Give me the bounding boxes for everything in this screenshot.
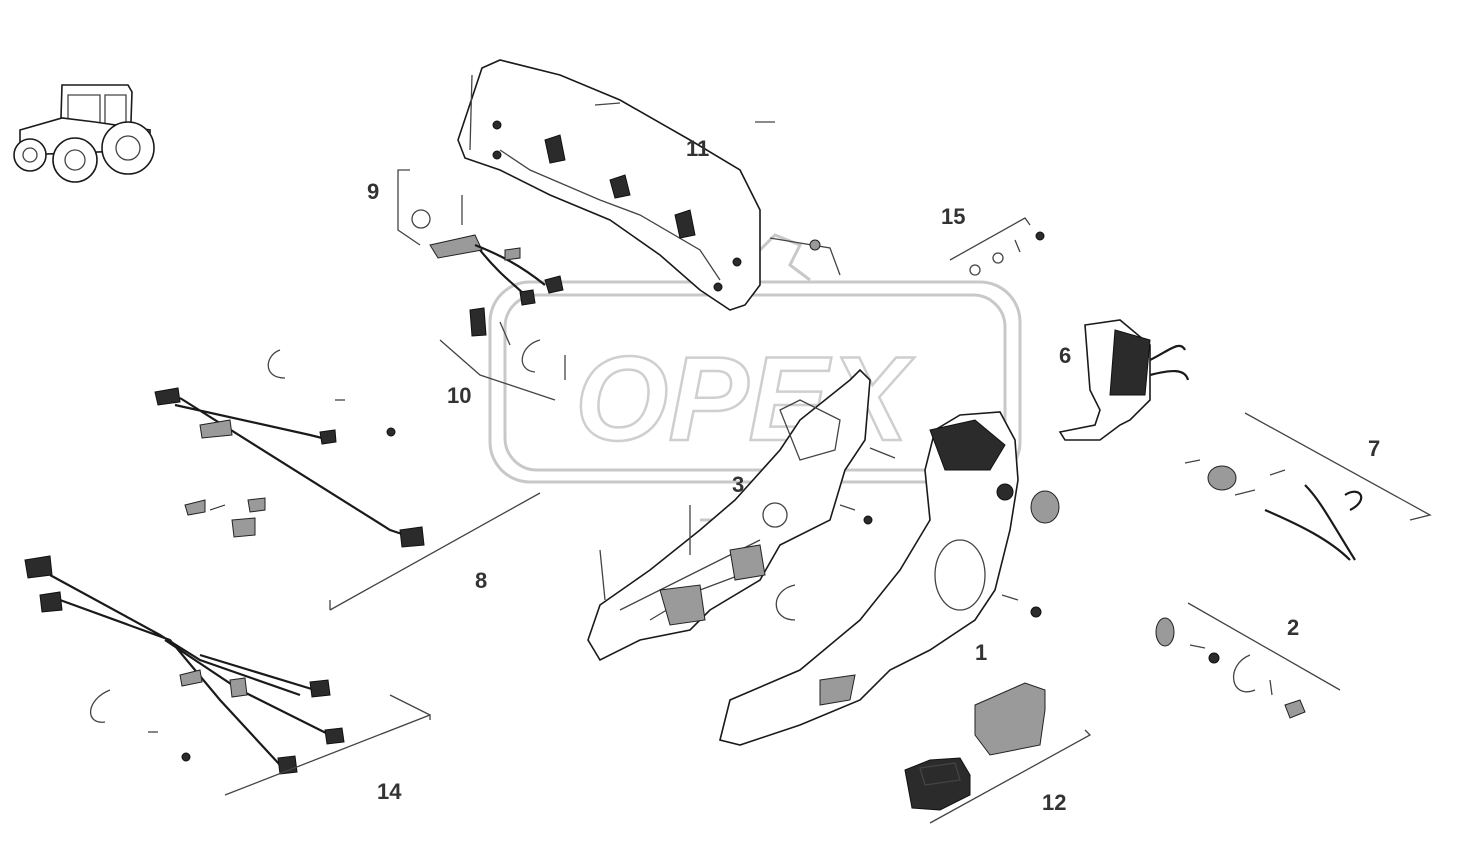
part-6-module xyxy=(1058,319,1190,441)
callout-11: 11 xyxy=(686,136,710,161)
callout-7: 7 xyxy=(1368,436,1381,461)
part-1-cover xyxy=(719,411,1060,746)
callout-9: 9 xyxy=(367,179,380,204)
part-8-harness xyxy=(154,349,541,611)
part-11-upper-panel xyxy=(457,59,841,311)
callout-1: 1 xyxy=(975,640,988,665)
part-9-group xyxy=(397,169,564,306)
callout-15: 15 xyxy=(941,204,966,229)
callout-8: 8 xyxy=(475,568,488,593)
part-3-frame xyxy=(587,368,896,662)
callout-14: 14 xyxy=(377,779,402,804)
part-10-group xyxy=(439,307,566,401)
callout-10: 10 xyxy=(447,383,472,408)
part-14-harness xyxy=(24,555,431,796)
callout-12: 12 xyxy=(1042,790,1067,815)
part-7-group xyxy=(1184,412,1432,561)
tractor-icon xyxy=(13,84,155,183)
callout-3: 3 xyxy=(732,472,745,497)
part-12-armrest xyxy=(904,682,1092,824)
callout-2: 2 xyxy=(1287,615,1300,640)
callout-6: 6 xyxy=(1059,343,1072,368)
part-15-group xyxy=(949,217,1045,276)
part-2-group xyxy=(1155,602,1341,719)
